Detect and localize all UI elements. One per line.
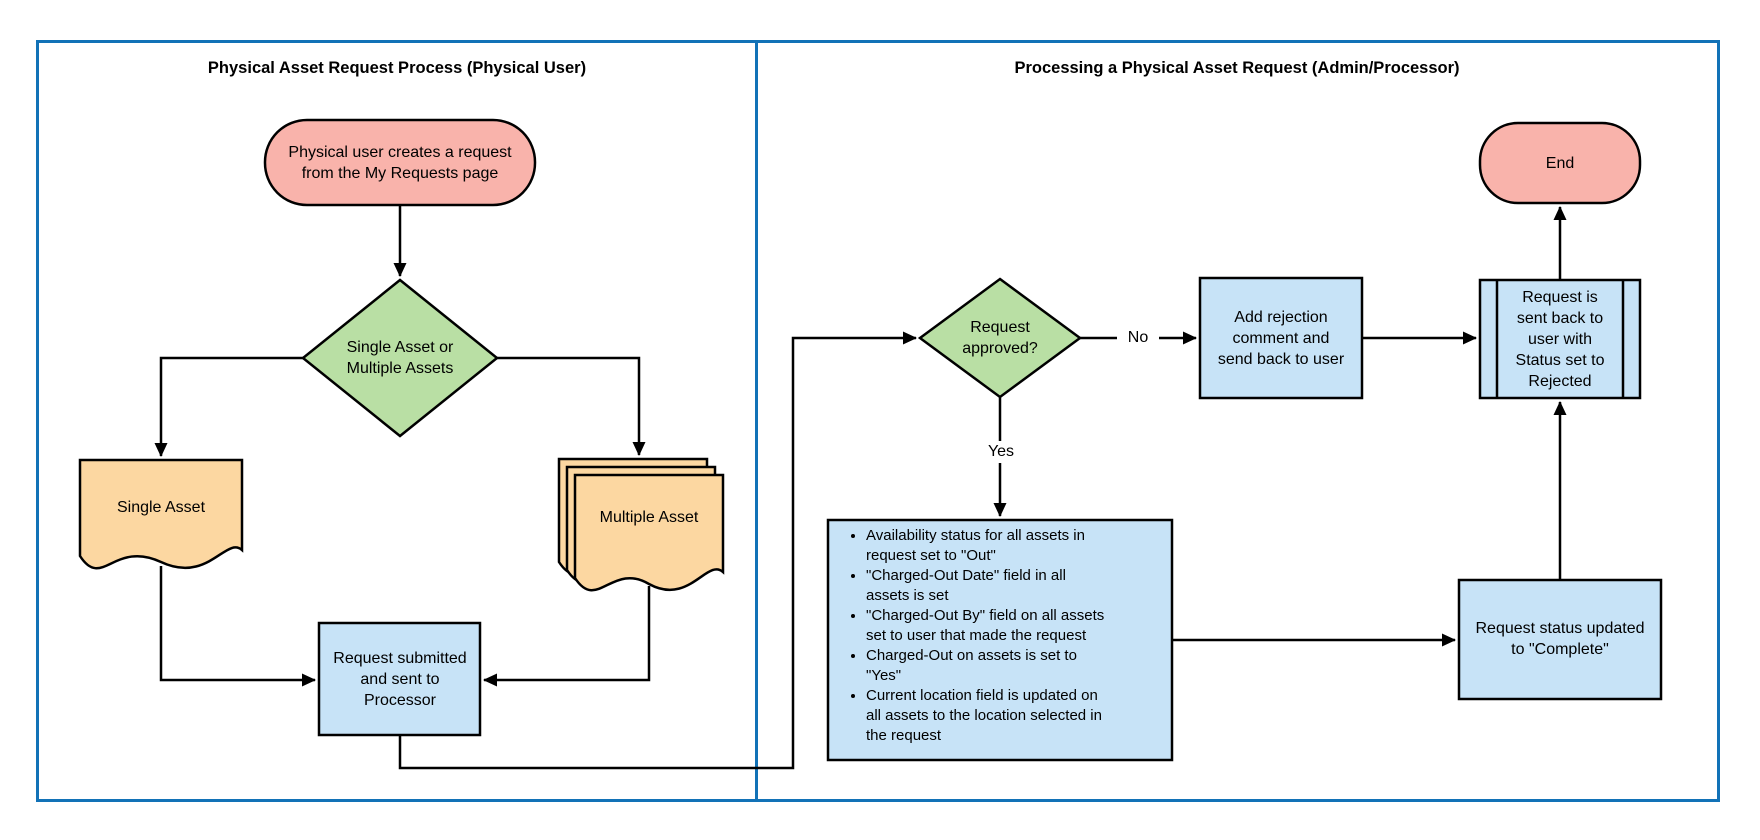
start-terminator[interactable] (263, 118, 537, 207)
multiple-asset-documents[interactable] (557, 457, 725, 592)
request-approved-label: Request approved? (962, 319, 1038, 357)
connector-multiple-to-submit (483, 586, 651, 687)
end-terminator-label: End (1545, 154, 1575, 172)
multiple-asset-page-front (573, 473, 725, 592)
add-rejection-label: Add rejection comment and send back to u… (1217, 308, 1345, 368)
asset-count-decision[interactable] (301, 278, 499, 438)
connector-decision-to-single (154, 356, 303, 457)
connector-single-to-submit (159, 566, 316, 687)
action-item: "Charged-Out Date" field in all assets i… (866, 566, 1162, 606)
request-approved-decision[interactable] (917, 277, 1083, 399)
swimlane-divider (755, 40, 758, 802)
request-complete-process[interactable] (1457, 578, 1663, 701)
single-asset-label: Single Asset (116, 498, 206, 516)
swimlane-outline (36, 40, 1720, 802)
multiple-asset-label: Multiple Asset (599, 508, 699, 526)
request-sent-back-body (1478, 278, 1642, 400)
request-submitted-process[interactable] (317, 621, 482, 737)
request-sent-back-predefined[interactable] (1478, 278, 1642, 400)
approved-actions-list: Availability status for all assets in re… (830, 524, 1168, 756)
connector-submit-to-approved (398, 331, 917, 770)
end-terminator[interactable] (1478, 121, 1642, 205)
request-submitted-label: Request submitted and sent to Processor (333, 649, 467, 709)
action-item: Current location field is updated on all… (866, 686, 1162, 746)
action-item: "Charged-Out By" field on all assets set… (866, 606, 1162, 646)
asset-count-decision-label: Single Asset or Multiple Assets (346, 339, 454, 377)
left-lane-title: Physical Asset Request Process (Physical… (207, 59, 587, 77)
action-item: Availability status for all assets in re… (866, 526, 1162, 566)
start-terminator-label: Physical user creates a request from the… (288, 144, 512, 182)
right-lane-title: Processing a Physical Asset Request (Adm… (1014, 59, 1460, 77)
single-asset-document[interactable] (78, 458, 244, 570)
request-sent-back-label: Request is sent back to user with Status… (1515, 288, 1605, 390)
request-complete-label: Request status updated to "Complete" (1475, 620, 1645, 658)
add-rejection-process[interactable] (1198, 276, 1364, 400)
connector-decision-to-multiple (497, 356, 646, 456)
edge-label-no: No (1117, 327, 1159, 349)
approved-actions-box[interactable] (826, 518, 1174, 762)
action-item: Charged-Out on assets is set to "Yes" (866, 646, 1162, 686)
edge-label-yes: Yes (980, 441, 1022, 463)
